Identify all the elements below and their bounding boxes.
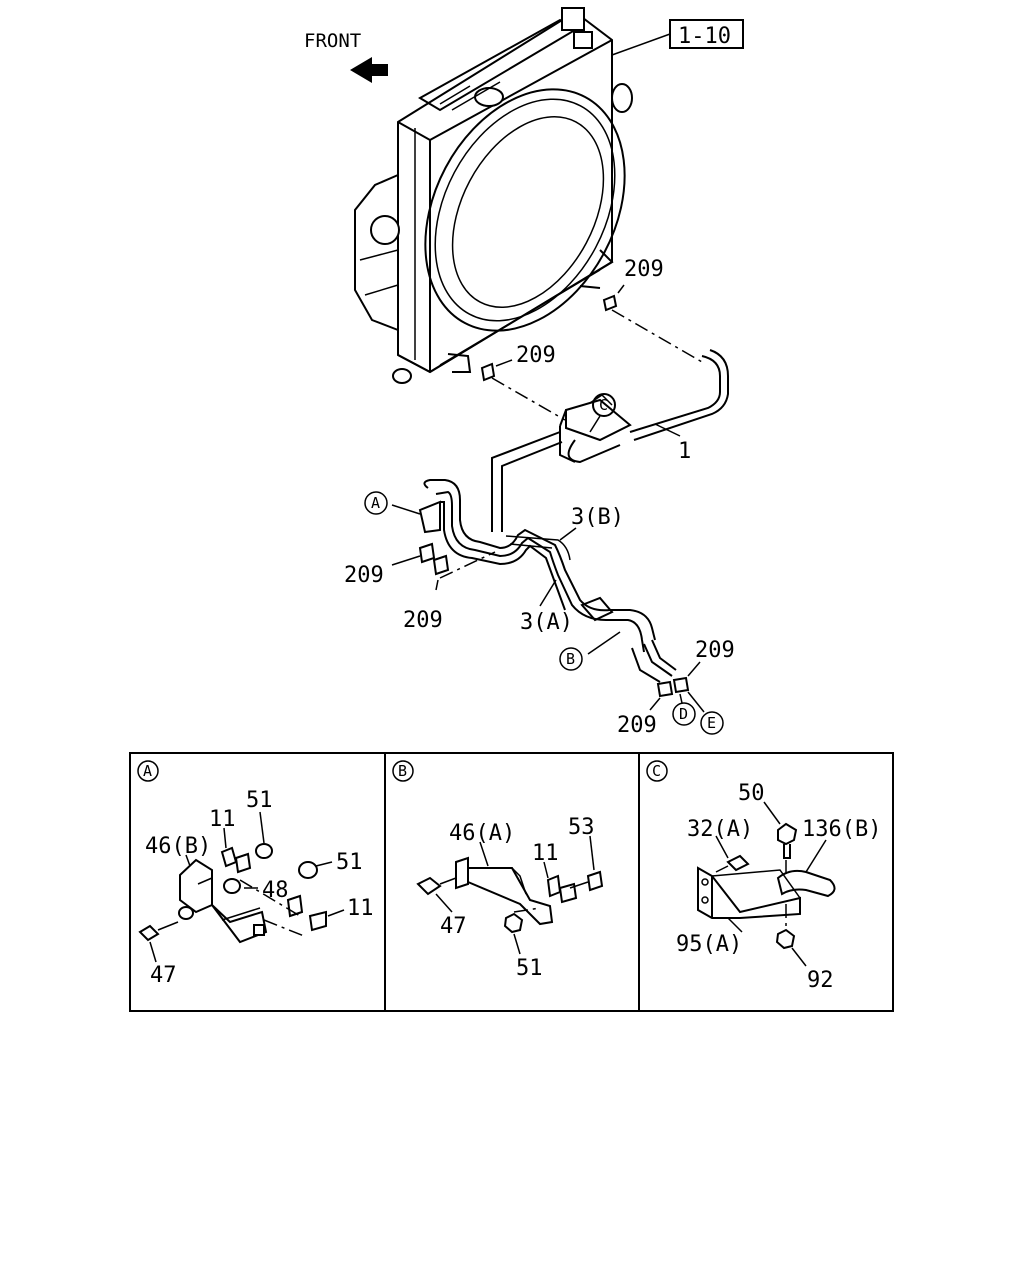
label-47: 47: [440, 914, 467, 939]
label-46a: 46(A): [449, 821, 515, 846]
label-50: 50: [738, 781, 765, 806]
svg-text:C: C: [599, 396, 608, 414]
panel-a-tag: A: [143, 762, 152, 780]
label-47: 47: [150, 963, 177, 988]
label-209: 209: [695, 638, 735, 663]
label-51: 51: [516, 956, 543, 981]
ref-box: 1-10: [611, 19, 744, 56]
label-3a: 3(A): [520, 610, 573, 635]
label-209: 209: [403, 608, 443, 633]
label-3b: 3(B): [571, 505, 624, 530]
clamp-209-a-icon: [602, 294, 618, 312]
front-label: FRONT: [304, 30, 361, 52]
label-136b: 136(B): [802, 817, 881, 842]
svg-text:E: E: [707, 714, 716, 732]
label-48: 48: [262, 878, 289, 903]
svg-text:B: B: [566, 650, 575, 668]
label-11: 11: [532, 841, 559, 866]
panel-b: B: [392, 760, 604, 955]
label-92: 92: [807, 968, 834, 993]
label-209: 209: [344, 563, 384, 588]
clamp-209-f-icon: [672, 676, 690, 694]
clamp-209-e-icon: [656, 680, 674, 698]
panel-a: A: [137, 760, 345, 963]
clamp-209-c-icon: [418, 542, 436, 564]
label-51: 51: [246, 788, 273, 813]
svg-text:D: D: [679, 705, 688, 723]
panel-c-tag: C: [652, 762, 661, 780]
panel-c: C: [646, 760, 836, 967]
label-53: 53: [568, 815, 595, 840]
label-11: 11: [209, 807, 236, 832]
label-209: 209: [516, 343, 556, 368]
label-1: 1: [678, 439, 691, 464]
label-209: 209: [624, 257, 664, 282]
label-46b: 46(B): [145, 834, 211, 859]
label-209: 209: [617, 713, 657, 738]
label-32a: 32(A): [687, 817, 753, 842]
label-95a: 95(A): [676, 932, 742, 957]
callout-c: C: [589, 393, 616, 433]
label-11: 11: [347, 896, 374, 921]
clamp-209-d-icon: [432, 554, 450, 576]
ref-box-label: 1-10: [678, 24, 731, 49]
label-51: 51: [336, 850, 363, 875]
pipe-routing: [391, 284, 729, 713]
callout-b: B: [559, 647, 583, 671]
callout-a: A: [364, 491, 388, 515]
detail-panels: [129, 752, 894, 1012]
radiator-assembly: [354, 7, 633, 384]
front-arrow-icon: [350, 57, 388, 83]
callout-d: D: [672, 702, 696, 726]
callout-e: E: [700, 711, 724, 735]
svg-text:A: A: [371, 494, 380, 512]
panel-b-tag: B: [398, 762, 407, 780]
clamp-209-b-icon: [480, 362, 496, 382]
